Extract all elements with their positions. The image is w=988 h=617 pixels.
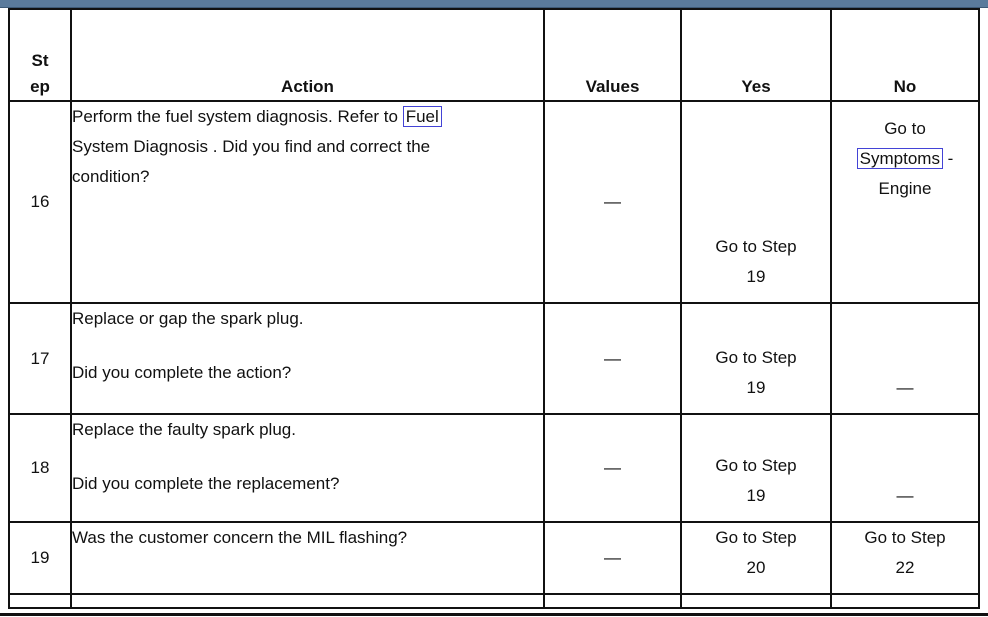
yes-cell: Go to Step 19 xyxy=(680,302,832,415)
col-header-values: Values xyxy=(543,8,682,102)
action-cell: Perform the fuel system diagnosis. Refer… xyxy=(70,100,545,304)
col-header-action: Action xyxy=(70,8,545,102)
action-cell: Replace the faulty spark plug. Did you c… xyxy=(70,413,545,523)
step-cell: 19 xyxy=(8,521,72,595)
no-text-line: Go to Step xyxy=(864,528,946,547)
values-cell: — xyxy=(543,302,682,415)
yes-text-line: Go to Step xyxy=(715,237,797,256)
window-top-edge-bar xyxy=(0,0,988,8)
yes-cell: Go to Step 20 xyxy=(680,521,832,595)
action-text-line: Perform the fuel system diagnosis. Refer… xyxy=(72,103,542,132)
action-text-line: Replace or gap the spark plug. xyxy=(72,309,304,328)
action-cell: Was the customer concern the MIL flashin… xyxy=(70,521,545,595)
action-cell: Replace or gap the spark plug. Did you c… xyxy=(70,302,545,415)
col-header-no: No xyxy=(830,8,980,102)
no-cell: — xyxy=(830,413,980,523)
yes-cell: Go to Step 19 xyxy=(680,413,832,523)
yes-step-number: 20 xyxy=(746,558,766,577)
no-cell: Go to Step 22 xyxy=(830,521,980,595)
action-text-line: Replace the faulty spark plug. xyxy=(72,420,296,439)
action-cell xyxy=(70,593,545,609)
action-text-line: condition? xyxy=(72,167,150,186)
yes-step-number: 19 xyxy=(746,378,766,397)
no-text-line: Engine xyxy=(878,179,932,198)
yes-cell xyxy=(680,593,832,609)
yes-step-number: 19 xyxy=(746,486,766,505)
action-question-line: Did you complete the replacement? xyxy=(72,474,340,493)
no-text-line: Symptoms - xyxy=(833,144,977,174)
yes-step-number: 19 xyxy=(746,267,766,286)
col-header-step-line1: St xyxy=(31,51,49,70)
yes-text-line: Go to Step xyxy=(715,528,797,547)
action-text-line: System Diagnosis . Did you find and corr… xyxy=(72,137,431,156)
no-text-line: Go to xyxy=(884,119,926,138)
no-cell: Go to Symptoms - Engine xyxy=(830,100,980,304)
table-header-row: St ep Action Values Yes No xyxy=(8,8,980,102)
no-text: - xyxy=(942,149,954,168)
step-cell: 18 xyxy=(8,413,72,523)
next-table-top-border xyxy=(0,613,988,616)
no-cell xyxy=(830,593,980,609)
yes-text-line: Go to Step xyxy=(715,456,797,475)
step-cell: 17 xyxy=(8,302,72,415)
col-header-yes: Yes xyxy=(680,8,832,102)
values-cell: — xyxy=(543,521,682,595)
no-cell: — xyxy=(830,302,980,415)
col-header-step-line2: ep xyxy=(30,77,50,96)
no-step-number: 22 xyxy=(895,558,915,577)
table-row-step-18: 18 Replace the faulty spark plug. Did yo… xyxy=(8,413,980,523)
step-cell: 16 xyxy=(8,100,72,304)
diagnostic-step-table: St ep Action Values Yes No 16 Perform th… xyxy=(8,8,980,609)
table-row-step-19: 19 Was the customer concern the MIL flas… xyxy=(8,521,980,595)
fuel-system-diagnosis-link[interactable]: Fuel xyxy=(402,106,442,127)
symptoms-engine-link[interactable]: Symptoms xyxy=(856,148,943,169)
table-row-partial xyxy=(8,593,980,609)
action-text: Perform the fuel system diagnosis. Refer… xyxy=(72,107,403,126)
yes-cell: Go to Step 19 xyxy=(680,100,832,304)
step-cell xyxy=(8,593,72,609)
table-row-step-17: 17 Replace or gap the spark plug. Did yo… xyxy=(8,302,980,415)
table-row-step-16: 16 Perform the fuel system diagnosis. Re… xyxy=(8,100,980,304)
action-question-line: Did you complete the action? xyxy=(72,363,292,382)
action-text-line: Was the customer concern the MIL flashin… xyxy=(72,528,408,547)
values-cell xyxy=(543,593,682,609)
col-header-step: St ep xyxy=(8,8,72,102)
values-cell: — xyxy=(543,100,682,304)
yes-text-line: Go to Step xyxy=(715,348,797,367)
values-cell: — xyxy=(543,413,682,523)
